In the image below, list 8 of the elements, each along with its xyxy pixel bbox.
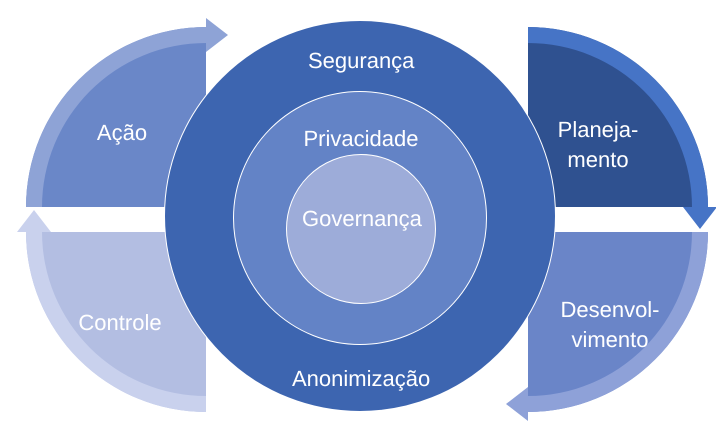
arrow-label: Desenvol-vimento (559, 296, 661, 354)
circle-label: Governança (302, 205, 422, 233)
circle-label: Segurança (308, 47, 414, 75)
arrow-label: Controle (77, 309, 163, 337)
circle-label: Privacidade (304, 125, 418, 153)
circle-label: Anonimização (292, 365, 430, 393)
arrow-label: Ação (96, 119, 148, 147)
arrow-label: Planeja-mento (556, 116, 640, 174)
